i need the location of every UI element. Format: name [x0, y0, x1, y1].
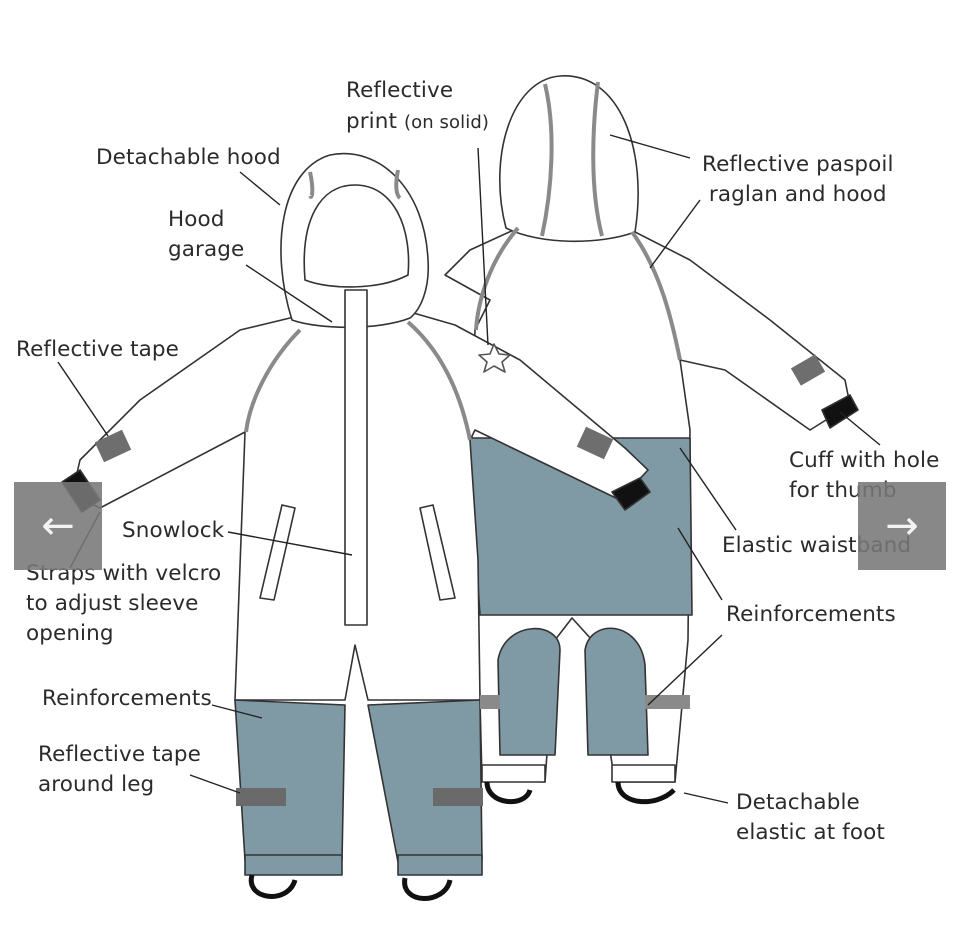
callout-leader-lines — [57, 134, 881, 804]
carousel-prev-button[interactable]: ← — [14, 482, 102, 570]
reflective-tape-front — [94, 169, 826, 806]
label-reflective-print-word: print — [346, 109, 398, 134]
label-hood-garage: Hood garage — [168, 207, 245, 262]
label-detachable-hood: Detachable hood — [96, 145, 281, 170]
label-reinforcements-back: Reinforcements — [726, 602, 896, 627]
label-detachable-elastic: Detachable elastic at foot — [736, 790, 885, 845]
label-reflective-paspoil: Reflective paspoil raglan and hood — [702, 152, 894, 207]
arrow-left-icon: ← — [41, 503, 75, 549]
label-snowlock: Snowlock — [122, 518, 225, 543]
label-reflective-print-note: (on solid) — [403, 112, 489, 133]
label-reflective-print-line2: print (on solid) — [346, 107, 489, 138]
label-straps-velcro: Straps with velcro to adjust sleeve open… — [26, 561, 222, 646]
label-reflective-tape-leg: Reflective tape around leg — [38, 742, 201, 797]
label-reflective-print: Reflective — [346, 78, 454, 103]
reflective-paspoil-back — [474, 81, 682, 361]
label-reflective-tape: Reflective tape — [16, 337, 179, 362]
carousel-next-button[interactable]: → — [858, 482, 946, 570]
label-reinforcements-front: Reinforcements — [42, 686, 212, 711]
arrow-right-icon: → — [885, 503, 919, 549]
garment-front-view — [61, 152, 651, 901]
